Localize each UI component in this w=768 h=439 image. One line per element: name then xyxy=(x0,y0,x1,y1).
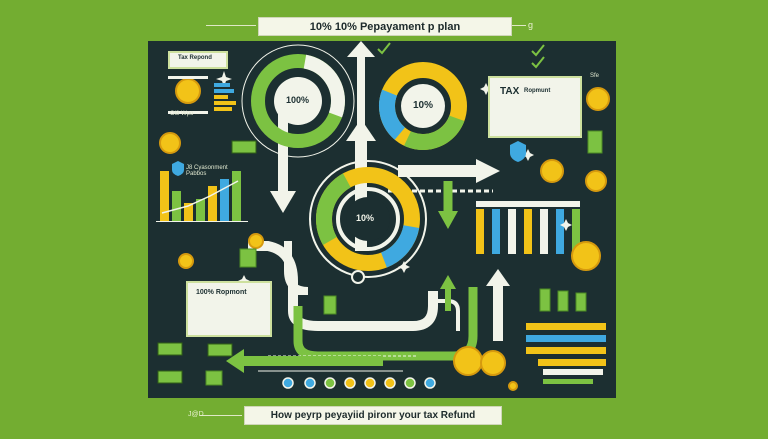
cash-note-icon xyxy=(157,342,183,356)
flow-paths xyxy=(226,41,510,373)
arrow-icon xyxy=(486,269,510,286)
coin-stack-icon xyxy=(557,290,569,312)
shield-icon xyxy=(172,161,184,176)
coin-stack-icon xyxy=(239,248,257,268)
cash-note-icon xyxy=(157,370,183,384)
shields xyxy=(172,42,545,176)
coin-icon xyxy=(508,381,518,391)
footer-title: How peyrp peyayiid pironr your tax Refun… xyxy=(244,406,502,425)
coin-icon xyxy=(585,170,607,192)
title-corner-mark: g xyxy=(528,20,534,30)
sparkle-icon xyxy=(398,261,410,273)
repayment-card-title: 100% Ropmont xyxy=(196,289,247,296)
left-ring-label: 100% xyxy=(286,95,310,105)
coin-stack-icon xyxy=(539,288,551,312)
right-bar-chart xyxy=(476,201,580,254)
arrow-icon xyxy=(438,211,458,229)
coin-icon xyxy=(571,241,601,271)
coin-icon xyxy=(159,132,181,154)
coin-icon xyxy=(175,78,201,104)
footer-side-mark: J@D xyxy=(188,411,204,418)
arrow-icon xyxy=(226,349,244,373)
page-title-text: 10% 10% Pepayament p plan xyxy=(309,20,461,33)
arrow-icon xyxy=(270,191,296,213)
left-bar-group xyxy=(168,76,236,114)
sparkle-icon xyxy=(480,83,492,95)
left-bar-chart xyxy=(156,171,248,222)
page-title: 10% 10% Pepayament p plan xyxy=(258,17,512,36)
side-small-label: Ol8 Wpo xyxy=(170,111,194,117)
coin-icon xyxy=(248,233,264,249)
coin-icon xyxy=(178,253,194,269)
repayment-card: 100% Ropmont xyxy=(186,281,272,337)
tax-repond-label: Tax Repond xyxy=(178,55,212,61)
sparkle-icon xyxy=(522,149,534,161)
cash-note-icon xyxy=(231,140,257,154)
timeline-dots xyxy=(282,377,436,389)
center-ring-chart xyxy=(309,160,427,284)
right-small-label: Sfe xyxy=(590,73,600,79)
coins xyxy=(159,78,610,391)
tax-ropmunt-card: TAX Ropmunt xyxy=(488,76,582,138)
side-note-1: J8 Cyasonment xyxy=(186,165,228,171)
top-ring-chart xyxy=(379,62,468,150)
title-left-line xyxy=(206,25,256,26)
cash-note-icon xyxy=(207,343,233,357)
side-note-2: Pabbos xyxy=(186,171,207,177)
coin-icon xyxy=(586,87,610,111)
sparkle-icon xyxy=(560,219,572,231)
tax-card-title: TAX xyxy=(500,86,520,97)
coin-icon xyxy=(540,159,564,183)
footer-left-line xyxy=(200,415,242,416)
coin-stacks xyxy=(205,130,603,386)
footer-title-text: How peyrp peyayiid pironr your tax Refun… xyxy=(270,410,476,421)
coin-stack-icon xyxy=(205,370,223,386)
arrow-icon xyxy=(440,275,456,289)
shield-icon xyxy=(510,141,526,162)
arrow-icon xyxy=(347,41,375,57)
arrow-icon xyxy=(476,159,500,183)
infographic-illustration xyxy=(156,41,610,391)
infographic-board: Tax Repond TAX Ropmunt 100% Ropmont 100%… xyxy=(148,41,616,398)
coin-stack-icon xyxy=(587,130,603,154)
coin-stack-icon xyxy=(323,295,337,315)
coin-icon xyxy=(480,350,506,376)
coin-icon xyxy=(453,346,483,376)
tax-card-subtitle: Ropmunt xyxy=(524,88,551,94)
title-right-line xyxy=(512,25,526,26)
left-ring-chart xyxy=(241,44,355,158)
bottom-right-rows xyxy=(526,323,606,384)
sparkle-icon xyxy=(216,71,232,87)
center-ring-label: 10% xyxy=(356,213,375,223)
top-ring-label: 10% xyxy=(413,100,434,111)
coin-stack-icon xyxy=(575,292,587,312)
tax-repond-card: Tax Repond xyxy=(168,51,228,69)
